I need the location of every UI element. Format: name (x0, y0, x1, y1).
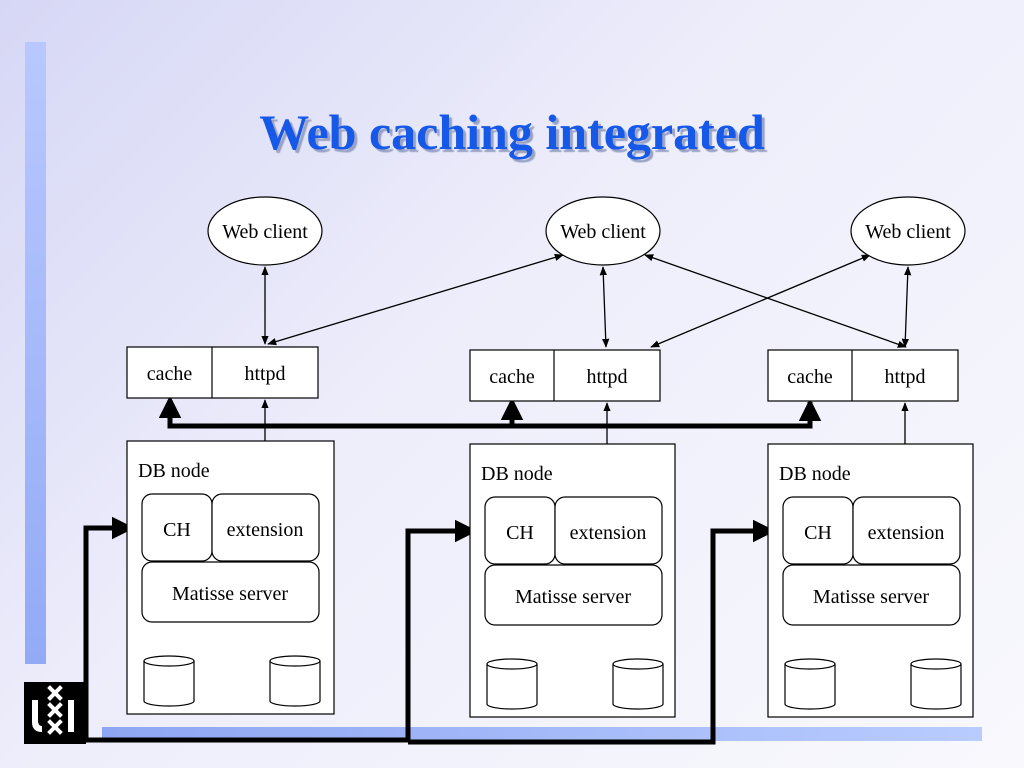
slide-title: Web caching integrated (259, 104, 765, 160)
database-cylinder-icon (910, 658, 962, 710)
cache-label: cache (489, 366, 535, 388)
cylinder-body (612, 664, 664, 710)
cylinder-body (784, 664, 836, 710)
matisse-server-label: Matisse server (813, 586, 929, 608)
ch-link-line (86, 519, 478, 743)
client-httpd-arrow (901, 266, 912, 348)
extension-box (554, 496, 663, 565)
web-client-1 (207, 196, 323, 266)
cylinder-top (910, 658, 962, 670)
cache-label: cache (787, 366, 833, 388)
db-node-label: DB node (481, 463, 553, 485)
client-httpd-arrow (644, 254, 907, 348)
cylinder-body (486, 664, 538, 710)
database-cylinder-icon (143, 655, 195, 707)
cylinder-top (143, 655, 195, 667)
ch-label: CH (804, 522, 832, 544)
matisse-server-label: Matisse server (172, 583, 288, 605)
cylinder-top (269, 655, 321, 667)
web-server-box-3 (767, 349, 959, 402)
httpd-label: httpd (586, 366, 627, 388)
uva-logo-icon (24, 682, 86, 744)
cylinder-body (910, 664, 962, 710)
cylinder-body (269, 661, 321, 707)
extension-label: extension (868, 522, 945, 544)
httpd-label: httpd (244, 363, 285, 385)
ch-label: CH (506, 522, 534, 544)
cylinder-body (143, 661, 195, 707)
ch-link-line (83, 516, 135, 740)
extension-label: extension (227, 519, 304, 541)
web-client-label: Web client (865, 221, 951, 243)
cache-bus-line (167, 402, 813, 429)
database-cylinder-icon (486, 658, 538, 710)
shape-layer: Web client Web client Web client cache httpd… (126, 196, 974, 718)
database-cylinder-icon (784, 658, 836, 710)
client-httpd-arrow (599, 266, 610, 348)
extension-box (852, 496, 961, 565)
left-accent-bar (25, 42, 46, 664)
cylinder-top (486, 658, 538, 670)
matisse-server-box (484, 564, 663, 626)
matisse-server-box (782, 564, 961, 626)
extension-box (211, 493, 320, 562)
database-cylinder-icon (269, 655, 321, 707)
ch-label: CH (163, 519, 191, 541)
web-client-label: Web client (222, 221, 308, 243)
web-client-3 (850, 196, 966, 266)
cache-label: cache (147, 363, 193, 385)
db-node-label: DB node (138, 460, 210, 482)
ch-link-line (408, 519, 776, 745)
extension-label: extension (570, 522, 647, 544)
httpd-label: httpd (884, 366, 925, 388)
web-client-2 (545, 196, 661, 266)
web-server-box-2 (469, 349, 661, 402)
db-node-label: DB node (779, 463, 851, 485)
database-cylinder-icon (612, 658, 664, 710)
web-client-label: Web client (560, 221, 646, 243)
cylinder-top (612, 658, 664, 670)
cylinder-top (784, 658, 836, 670)
web-server-box-1 (126, 346, 319, 399)
connector-layer (83, 253, 935, 745)
client-httpd-arrow (267, 253, 564, 346)
matisse-server-label: Matisse server (515, 586, 631, 608)
matisse-server-box (141, 561, 320, 623)
